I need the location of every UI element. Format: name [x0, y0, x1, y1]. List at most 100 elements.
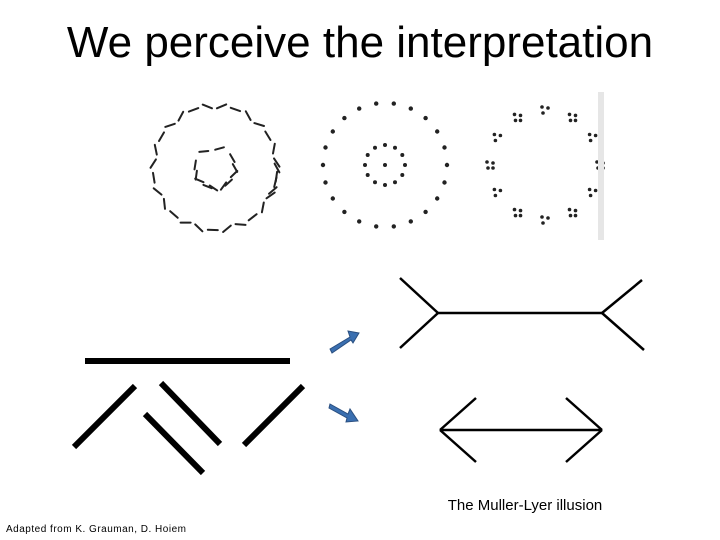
dot-mark — [373, 145, 377, 150]
slide-title: We perceive the interpretation — [66, 18, 654, 67]
dash-mark — [198, 150, 210, 153]
dot-mark — [492, 187, 497, 192]
dot-mark — [540, 215, 544, 219]
dot-mark — [423, 115, 428, 121]
dot-mark — [493, 193, 498, 198]
dot-mark — [442, 180, 447, 185]
dot-mark — [383, 183, 387, 187]
dash-mark — [244, 110, 252, 121]
dot-mark — [423, 209, 428, 215]
dot-mark — [587, 187, 592, 192]
dot-mark — [568, 213, 573, 218]
dot-circle-pattern — [320, 101, 450, 229]
dot-mark — [568, 118, 573, 123]
dot-mark — [403, 163, 407, 167]
dash-mark — [229, 153, 236, 163]
dot-mark — [492, 132, 497, 137]
dash-mark — [229, 169, 239, 179]
dot-mark — [513, 118, 518, 123]
dot-mark — [573, 113, 578, 118]
dot-mark — [323, 145, 328, 150]
dot-mark — [342, 209, 347, 215]
dash-mark — [273, 157, 281, 168]
dot-mark — [408, 219, 413, 224]
dash-mark — [268, 186, 278, 195]
dot-mark — [320, 162, 326, 168]
dot-mark — [595, 160, 599, 164]
dot-mark — [588, 138, 593, 143]
diag-segment-3 — [142, 411, 206, 476]
dash-mark — [219, 181, 228, 191]
blue-arrow-icon — [328, 403, 359, 423]
dot-mark — [391, 224, 396, 229]
dot-mark — [593, 188, 598, 193]
dash-mark — [222, 224, 232, 233]
muller-lyer-arrowheads — [439, 397, 603, 463]
dash-mark — [215, 103, 228, 110]
dot-mark — [383, 163, 387, 167]
dot-mark — [400, 173, 405, 177]
dash-mark — [201, 103, 213, 110]
dot-mark — [541, 111, 545, 115]
dash-mark — [169, 210, 179, 219]
diag-segment-1 — [71, 383, 138, 450]
dash-mark — [265, 191, 276, 200]
dot-mark — [491, 166, 495, 170]
dash-mark — [214, 146, 225, 151]
line-segments-figure — [71, 358, 306, 476]
dash-mark — [194, 169, 198, 181]
dot-mark — [365, 153, 370, 157]
dot-mark — [391, 101, 396, 106]
dot-mark — [540, 105, 544, 109]
dash-mark — [153, 143, 158, 156]
dot-mark — [486, 166, 490, 170]
dot-mark — [383, 143, 387, 147]
dash-mark — [272, 142, 276, 155]
dash-mark — [260, 201, 265, 214]
dash-mark — [208, 184, 219, 192]
diag-segment-2 — [158, 380, 223, 447]
dot-mark — [374, 101, 379, 106]
dot-mark — [498, 188, 503, 193]
dash-mark — [273, 162, 281, 174]
dot-mark — [373, 180, 377, 185]
dot-mark — [357, 219, 362, 224]
dash-mark — [177, 110, 185, 122]
dot-mark — [546, 216, 550, 220]
dot-mark — [518, 118, 523, 123]
dot-mark — [491, 161, 495, 165]
dot-mark — [588, 193, 593, 198]
dash-circle-pattern — [149, 103, 281, 233]
dash-mark — [162, 197, 166, 210]
dash-mark — [164, 122, 176, 128]
dash-mark — [234, 223, 247, 226]
dot-mark — [363, 163, 367, 167]
dash-mark — [247, 213, 258, 222]
credit-line: Adapted from K. Grauman, D. Hoiem — [6, 524, 187, 535]
muller-lyer-outward-fins — [399, 277, 645, 351]
dot-mark — [323, 180, 328, 185]
dot-mark — [442, 145, 447, 150]
dot-mark — [485, 160, 489, 164]
dot-mark — [513, 213, 518, 218]
dot-mark — [587, 132, 592, 137]
dot-mark — [573, 208, 578, 213]
dot-mark — [330, 129, 335, 134]
dash-mark — [274, 170, 279, 183]
dot-mark — [573, 118, 578, 123]
dash-mark — [194, 223, 204, 233]
dot-mark — [567, 207, 572, 212]
dot-mark — [518, 113, 523, 118]
dot-mark — [493, 138, 498, 143]
panel-edge — [598, 92, 604, 240]
dot-mark — [342, 115, 347, 121]
dash-mark — [224, 178, 233, 187]
dot-mark — [512, 207, 517, 212]
dot-mark — [593, 133, 598, 138]
dash-mark — [158, 131, 165, 142]
dot-mark — [498, 133, 503, 138]
dot-mark — [393, 145, 397, 150]
dash-mark — [187, 107, 200, 113]
dot-mark — [435, 196, 440, 201]
